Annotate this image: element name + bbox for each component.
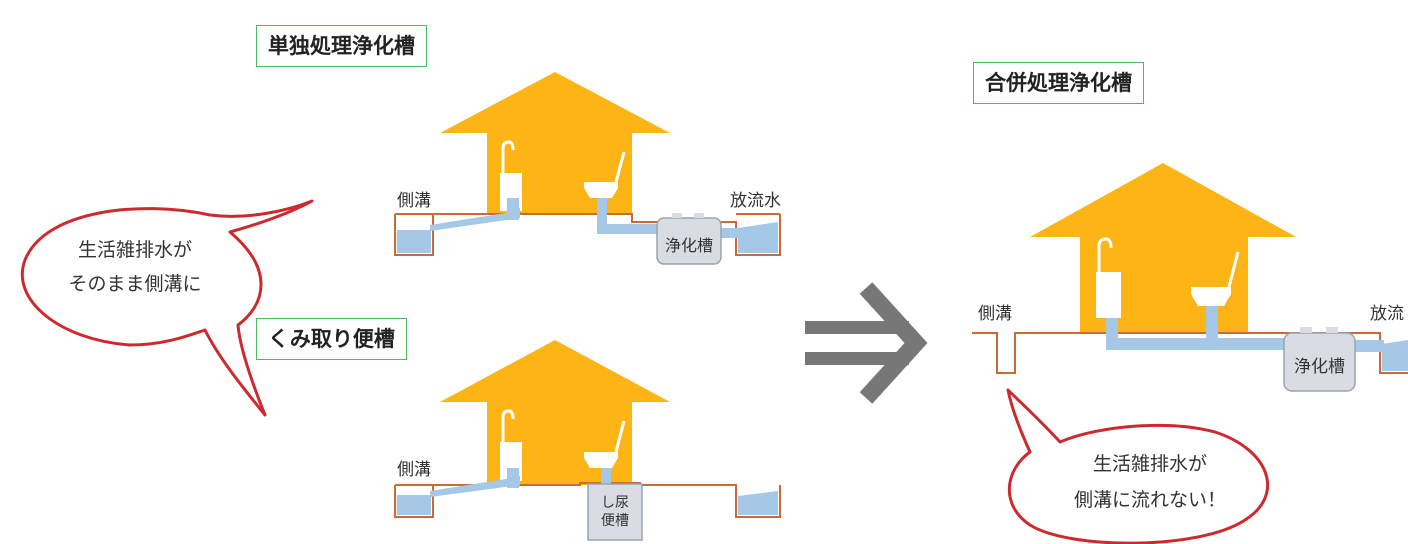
individual-title-box: 単独処理浄化槽 <box>256 25 427 67</box>
transition-arrow <box>805 282 928 404</box>
pit-ditch-water <box>397 495 431 515</box>
individual-graywater-pipe <box>430 208 520 231</box>
combined-tank-label: 浄化槽 <box>1294 357 1345 377</box>
individual-house-roof <box>440 72 670 133</box>
pit-toilet-icon <box>584 458 618 468</box>
combined-drain-pipe <box>1106 338 1286 350</box>
callout-left-bubble <box>20 199 314 417</box>
individual-toilet-pipe <box>597 224 659 234</box>
individual-ground <box>394 213 781 256</box>
combined-septic-tank <box>1283 332 1356 392</box>
combined-house-roof <box>1030 163 1296 237</box>
individual-outflow-water <box>738 222 778 253</box>
individual-septic-tank <box>656 217 722 265</box>
combined-ditch-label: 側溝 <box>978 304 1012 324</box>
combined-house-scene <box>972 163 1408 392</box>
combined-sink-icon <box>1096 272 1121 318</box>
pit-house-scene <box>394 340 781 541</box>
individual-ditch-label: 側溝 <box>397 191 431 211</box>
combined-ground <box>972 332 1408 374</box>
individual-ditch-water <box>397 230 431 253</box>
callout-right-bubble <box>1006 388 1270 544</box>
pit-ditch-label: 側溝 <box>397 460 431 480</box>
pit-tank-label-line2: 便槽 <box>601 513 629 529</box>
pit-outflow-water <box>738 491 778 515</box>
individual-house-scene <box>394 72 781 265</box>
pit-graywater-pipe <box>430 476 520 497</box>
pit-tank-label-line1: し尿 <box>601 495 629 511</box>
callout-right-line2: 側溝に流れない！ <box>1073 489 1226 511</box>
individual-outflow-label: 放流水 <box>730 191 781 211</box>
callout-left-line2: そのまま側溝に <box>68 273 202 295</box>
pit-tank <box>587 483 643 541</box>
pit-title-box: くみ取り便槽 <box>256 318 407 360</box>
pit-house-roof <box>440 340 670 402</box>
combined-outflow-water <box>1382 340 1408 371</box>
combined-title-box: 合併処理浄化槽 <box>973 62 1144 104</box>
callout-left-line1: 生活雑排水が <box>77 239 192 261</box>
individual-tank-label: 浄化槽 <box>664 236 713 255</box>
callout-right-line1: 生活雑排水が <box>1092 453 1207 475</box>
individual-toilet-icon <box>584 188 618 198</box>
combined-toilet-icon <box>1191 294 1231 306</box>
combined-outflow-label: 放流 <box>1370 304 1404 324</box>
